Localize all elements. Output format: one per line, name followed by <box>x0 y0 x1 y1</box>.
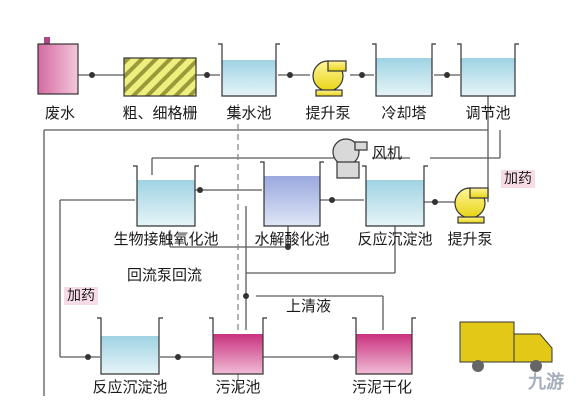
hydrolysis-acidification-vessel <box>260 161 324 227</box>
label-supernatant: 上清液 <box>286 297 332 315</box>
label-bio-contact-oxidation: 生物接触氧化池 <box>113 230 219 248</box>
collection-tank-vessel <box>218 43 280 97</box>
label-wastewater: 废水 <box>44 104 76 122</box>
label-sludge-tank: 污泥池 <box>215 378 261 396</box>
sludge-tank-vessel <box>209 317 267 375</box>
blower-icon <box>332 138 368 179</box>
label-reaction-settling-2: 反应沉淀池 <box>92 378 168 396</box>
label-cooling-tower: 冷却塔 <box>381 104 427 122</box>
label-return-flow: 回流泵回流 <box>127 266 203 284</box>
watermark-text: 九游 <box>528 372 564 393</box>
label-hydrolysis-acidification: 水解酸化池 <box>254 230 330 248</box>
label-lift-pump-2: 提升泵 <box>447 230 493 248</box>
lift-pump-1-icon <box>312 60 347 97</box>
lift-pump-2-icon <box>454 187 489 224</box>
regulating-tank-vessel <box>457 43 519 97</box>
label-collection-tank: 集水池 <box>226 104 272 122</box>
dosing-tag-2: 加药 <box>64 287 98 305</box>
label-sludge-drying: 污泥干化 <box>351 378 413 396</box>
label-blower: 风机 <box>372 144 403 162</box>
junction-dots <box>85 72 450 360</box>
label-screen: 粗、细格栅 <box>122 104 198 122</box>
label-lift-pump-1: 提升泵 <box>305 104 351 122</box>
label-reaction-settling-1: 反应沉淀池 <box>357 230 433 248</box>
dosing-tag-1: 加药 <box>501 170 535 188</box>
sludge-drying-vessel <box>352 317 416 375</box>
reaction-settling-2-vessel <box>97 317 163 375</box>
sludge-truck-icon <box>459 321 553 372</box>
wastewater-box <box>37 37 79 95</box>
label-regulating-tank: 调节池 <box>465 104 511 122</box>
reaction-settling-1-vessel <box>362 165 428 227</box>
bio-contact-oxidation-vessel <box>133 165 199 227</box>
screen-grate <box>123 57 197 97</box>
cooling-tower-vessel <box>372 43 436 97</box>
